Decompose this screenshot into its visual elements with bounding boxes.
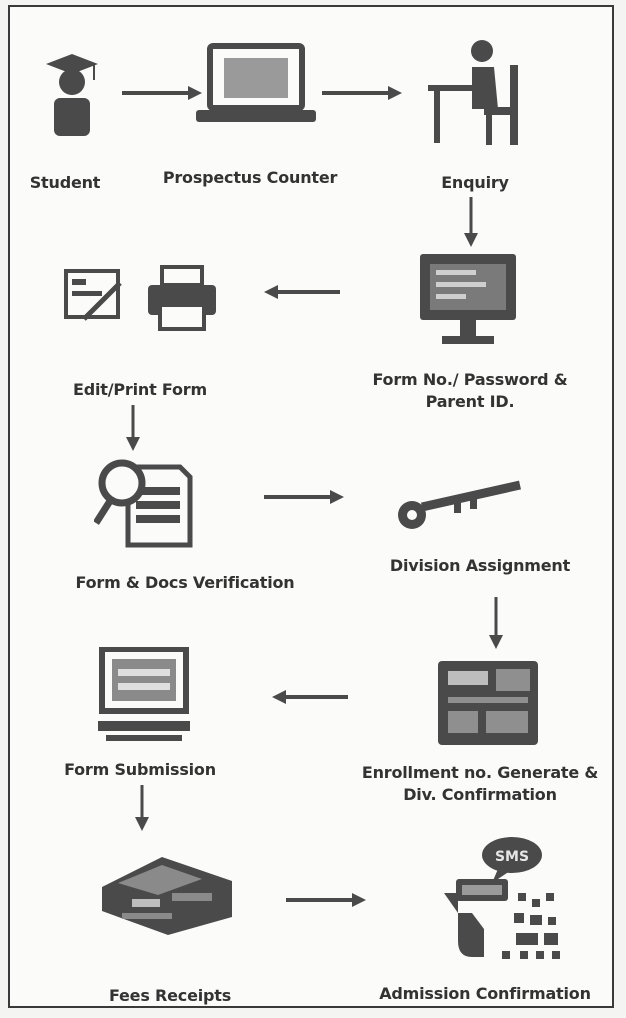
person-at-desk-icon	[428, 37, 528, 147]
fees-receipts-icon	[92, 847, 242, 937]
enrollment-line2: Div. Confirmation	[403, 785, 557, 804]
form-submission-label: Form Submission	[64, 760, 216, 779]
admission-confirmation-label: Admission Confirmation	[379, 984, 591, 1003]
edit-print-form-label: Edit/Print Form	[73, 380, 207, 399]
printer-icon	[146, 265, 218, 331]
fees-receipts-label: Fees Receipts	[108, 986, 232, 1005]
division-assignment-label: Division Assignment	[389, 556, 571, 575]
form-password-line2: Parent ID.	[425, 392, 515, 411]
student-label: Student	[29, 173, 101, 192]
enrollment-machine-icon	[436, 659, 546, 749]
enrollment-line1: Enrollment no. Generate &	[361, 763, 599, 782]
enquiry-label: Enquiry	[441, 173, 509, 192]
form-password-label: Form No./ Password & Parent ID.	[340, 369, 600, 413]
arrow-fees-to-admission	[286, 892, 366, 908]
laptop-icon	[196, 42, 316, 142]
form-docs-verification-label: Form & Docs Verification	[75, 573, 295, 592]
form-password-line1: Form No./ Password &	[372, 370, 568, 389]
arrow-student-to-prospectus	[122, 85, 202, 101]
key-icon	[394, 475, 524, 535]
arrow-enquiry-to-form	[463, 197, 479, 247]
prospectus-counter-label: Prospectus Counter	[162, 168, 338, 187]
magnifier-document-icon	[94, 453, 194, 549]
arrow-enrollment-to-submission	[272, 689, 348, 705]
student-icon	[42, 52, 102, 142]
arrow-form-to-edit-print	[264, 284, 340, 300]
edit-form-icon	[64, 269, 124, 324]
desktop-computer-icon	[96, 647, 192, 747]
arrow-submission-to-fees	[134, 785, 150, 831]
sms-text: SMS	[495, 849, 529, 865]
sms-phone-icon: SMS	[436, 833, 576, 965]
enrollment-label: Enrollment no. Generate & Div. Confirmat…	[348, 762, 612, 806]
arrow-division-to-enrollment	[488, 597, 504, 649]
arrow-prospectus-to-enquiry	[322, 85, 402, 101]
computer-monitor-icon	[418, 252, 518, 352]
arrow-edit-print-to-verification	[125, 405, 141, 451]
flow-diagram: Student Prospectus Counter Enquiry	[8, 5, 614, 1008]
arrow-verification-to-division	[264, 489, 344, 505]
